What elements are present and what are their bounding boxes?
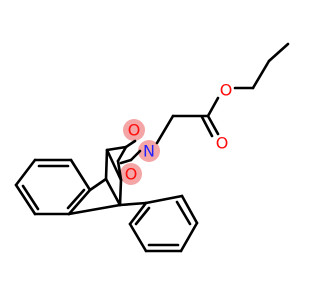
- bond: [66, 188, 86, 210]
- bond: [179, 221, 199, 253]
- bond: [128, 222, 148, 253]
- bond: [69, 158, 92, 192]
- bond: [129, 149, 142, 162]
- bond: [128, 201, 148, 226]
- molecule-diagram: O O N O O: [14, 42, 290, 253]
- bond: [144, 194, 184, 205]
- bond: [116, 145, 128, 163]
- bond: [206, 96, 220, 118]
- atom-label-O1: O: [128, 121, 141, 140]
- bond: [105, 148, 123, 182]
- bond: [105, 145, 128, 152]
- bond: [251, 59, 271, 90]
- bond: [104, 177, 122, 207]
- atom-label-O2: O: [125, 165, 138, 184]
- bond: [104, 148, 109, 181]
- bond: [67, 203, 122, 216]
- bond: [206, 114, 220, 136]
- bond: [124, 139, 137, 149]
- bond: [88, 177, 108, 192]
- bond: [118, 178, 123, 207]
- bonds: [14, 42, 290, 253]
- atom-label-N1: N: [143, 142, 155, 161]
- bond: [175, 200, 192, 226]
- bond: [14, 158, 37, 187]
- bond: [14, 183, 37, 216]
- atom-labels: O O N O O: [125, 81, 233, 184]
- bond: [116, 159, 123, 182]
- bond: [134, 206, 151, 226]
- bond: [200, 115, 214, 138]
- atom-label-O3: O: [220, 81, 233, 100]
- bond: [67, 188, 92, 216]
- structure-svg: O O N O O: [14, 42, 290, 253]
- bond: [267, 42, 290, 63]
- atom-label-O4: O: [216, 134, 229, 153]
- atom-highlight-O1: [123, 119, 145, 141]
- bond: [155, 114, 175, 145]
- bond: [21, 184, 40, 211]
- atom-highlight-N1: [138, 140, 160, 162]
- bond: [119, 158, 133, 165]
- bond: [118, 201, 148, 207]
- bond: [180, 194, 199, 225]
- atom-highlight-O2: [120, 163, 142, 185]
